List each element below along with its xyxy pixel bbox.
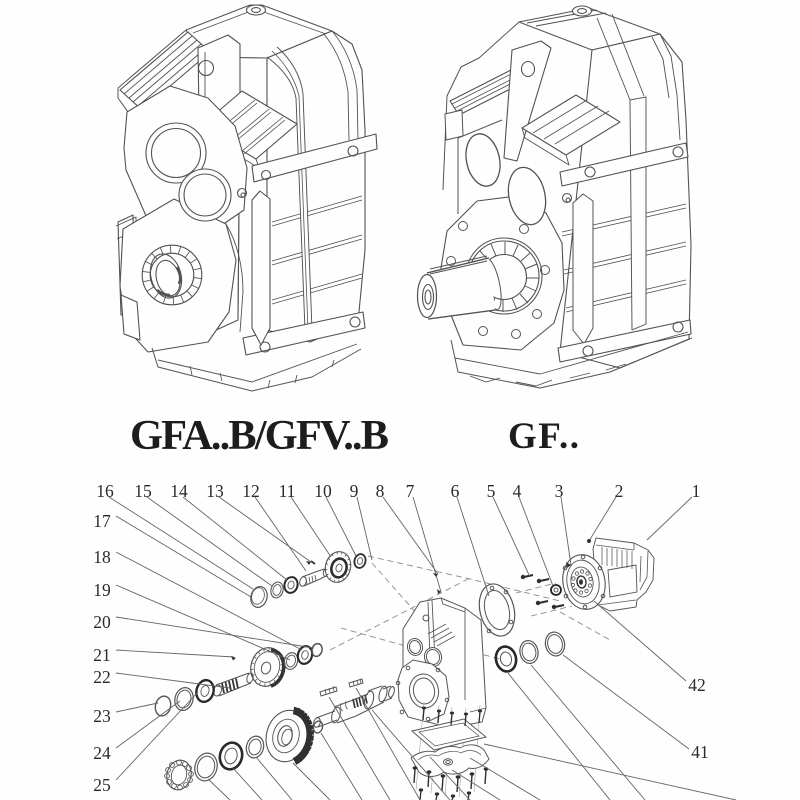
svg-text:12: 12	[242, 481, 260, 501]
svg-text:GFA..B/GFV..B: GFA..B/GFV..B	[130, 412, 389, 459]
svg-text:24: 24	[93, 743, 111, 763]
svg-text:15: 15	[134, 481, 152, 501]
svg-text:22: 22	[93, 667, 111, 687]
svg-text:5: 5	[487, 481, 496, 501]
svg-text:16: 16	[96, 481, 114, 501]
svg-text:9: 9	[350, 481, 359, 501]
svg-text:41: 41	[691, 742, 709, 762]
svg-text:13: 13	[206, 481, 224, 501]
svg-text:10: 10	[314, 481, 332, 501]
svg-text:25: 25	[93, 775, 111, 795]
svg-text:17: 17	[93, 511, 111, 531]
svg-text:GF..: GF..	[508, 416, 580, 457]
svg-text:2: 2	[615, 481, 624, 501]
svg-text:4: 4	[513, 481, 522, 501]
svg-text:21: 21	[93, 645, 111, 665]
svg-text:14: 14	[170, 481, 188, 501]
svg-text:18: 18	[93, 547, 111, 567]
svg-text:7: 7	[406, 481, 415, 501]
svg-text:8: 8	[376, 481, 385, 501]
svg-text:20: 20	[93, 612, 111, 632]
svg-text:42: 42	[688, 675, 706, 695]
svg-text:1: 1	[692, 481, 701, 501]
svg-text:6: 6	[451, 481, 460, 501]
svg-text:3: 3	[555, 481, 564, 501]
svg-text:23: 23	[93, 706, 111, 726]
svg-text:11: 11	[279, 481, 296, 501]
svg-text:19: 19	[93, 580, 111, 600]
